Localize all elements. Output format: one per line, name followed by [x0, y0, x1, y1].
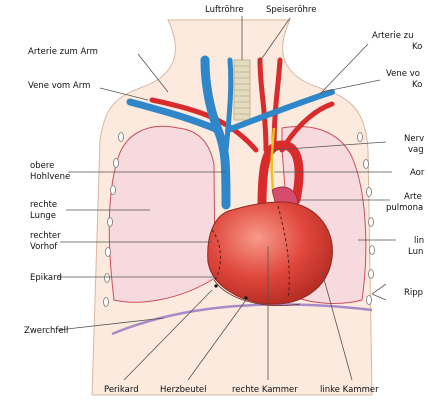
label-esophagus: Speiseröhre — [266, 5, 316, 15]
trachea — [234, 60, 250, 120]
label-vein-head-1: Vene vo — [386, 69, 420, 79]
label-aorta: Aor — [410, 168, 425, 178]
label-vein-head-2: Ko — [412, 80, 422, 90]
label-right-ventricle: rechte Kammer — [232, 385, 298, 395]
label-artery-arm: Arterie zum Arm — [28, 47, 98, 57]
label-epicardium: Epikard — [30, 273, 62, 283]
label-diaphragm: Zwerchfell — [24, 326, 68, 336]
label-right-atrium-2: Vorhof — [30, 242, 58, 252]
label-artery-head-1: Arterie zu — [372, 31, 414, 41]
label-pericardial-sac: Herzbeutel — [160, 385, 207, 395]
pericardium-point — [214, 284, 217, 287]
label-trachea: Luftröhre — [205, 5, 244, 15]
label-right-lung-2: Lunge — [30, 211, 56, 221]
label-ribs: Ripp — [404, 288, 423, 298]
label-pulm-art-2: pulmona — [386, 203, 423, 213]
label-pericardium: Perikard — [104, 385, 139, 395]
label-right-atrium-1: rechter — [30, 231, 61, 241]
label-artery-head-2: Ko — [412, 42, 422, 52]
label-nerve-1: Nerv — [404, 134, 424, 144]
label-nerve-2: vag — [408, 145, 424, 155]
label-vein-arm: Vene vom Arm — [28, 81, 90, 91]
right-lung — [109, 126, 215, 302]
heart — [208, 202, 333, 304]
label-svc-1: obere — [30, 161, 54, 171]
label-left-ventricle: linke Kammer — [320, 385, 379, 395]
label-svc-2: Hohlvene — [30, 172, 70, 182]
label-pulm-art-1: Arte — [404, 192, 422, 202]
label-left-lung-1: lin — [414, 236, 424, 246]
pericardial-sac-point — [244, 296, 247, 299]
label-left-lung-2: Lun — [408, 247, 423, 257]
label-right-lung-1: rechte — [30, 200, 57, 210]
